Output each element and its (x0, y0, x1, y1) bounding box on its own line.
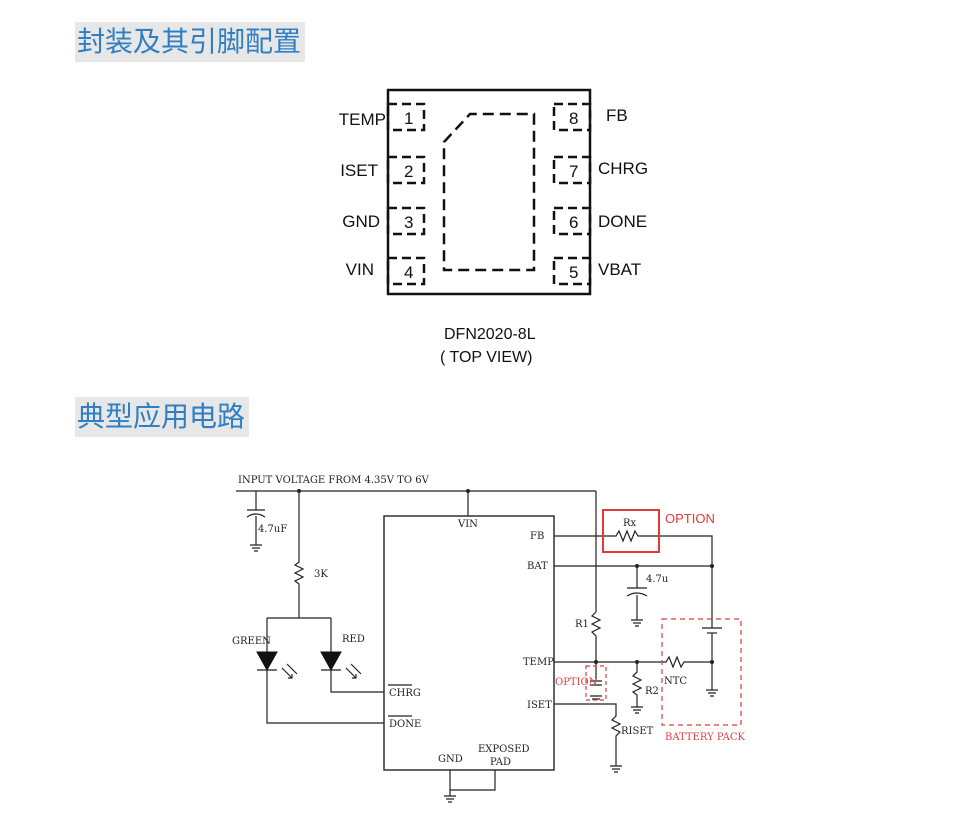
pin-number-1: 1 (404, 109, 413, 128)
package-view: ( TOP VIEW) (440, 349, 532, 366)
ic-pin-temp: TEMP (523, 657, 554, 668)
ic-exposed-pad-label-1: EXPOSED (478, 744, 530, 755)
red-led-label: RED (342, 634, 365, 645)
ic-pin-chrg: CHRG (389, 688, 421, 699)
ic-pin-gnd: GND (438, 754, 463, 765)
led-resistor-label: 3K (314, 569, 328, 580)
section-heading-package: 封装及其引脚配置 (75, 22, 306, 62)
package-body (386, 88, 592, 296)
ntc-label: NTC (664, 676, 687, 687)
green-led-label: GREEN (232, 636, 271, 647)
pin-number-2: 2 (404, 162, 413, 181)
pin-number-6: 6 (569, 213, 578, 232)
battery-pack-box (661, 618, 742, 726)
r2-label: R2 (645, 686, 659, 697)
section-heading-typical-circuit: 典型应用电路 (75, 397, 250, 437)
ic-pin-fb: FB (530, 531, 544, 542)
option-label-rx: OPTION (665, 511, 715, 526)
left-pads (386, 102, 426, 286)
ic-pin-iset: ISET (527, 700, 552, 711)
bat-cap-label: 4.7u (646, 574, 669, 585)
pin-label-gnd: GND (342, 212, 380, 231)
ic-pin-vin: VIN (457, 519, 478, 530)
battery-pack-label: BATTERY PACK (665, 732, 746, 743)
pin-number-5: 5 (569, 263, 578, 282)
pin-number-4: 4 (404, 263, 413, 282)
option-label-cap: OPTION (555, 677, 598, 688)
input-cap-label: 4.7uF (258, 524, 287, 535)
pin-label-iset: ISET (340, 161, 378, 180)
right-pads (552, 102, 592, 286)
option-cap-box (585, 665, 607, 701)
pin-number-8: 8 (569, 109, 578, 128)
pin-number-7: 7 (569, 162, 578, 181)
pin-number-3: 3 (404, 213, 413, 232)
pin-label-fb: FB (606, 106, 628, 125)
package-name: DFN2020-8L (444, 326, 536, 343)
pin-label-done: DONE (598, 212, 647, 231)
pin-label-vbat: VBAT (598, 260, 641, 279)
riset-label: RISET (621, 726, 654, 737)
r1-label: R1 (575, 619, 589, 630)
pin-label-vin: VIN (346, 260, 374, 279)
ic-exposed-pad-label-2: PAD (490, 757, 511, 768)
ic-pin-bat: BAT (527, 561, 548, 572)
pin-label-temp: TEMP (339, 110, 386, 129)
pin-label-chrg: CHRG (598, 159, 648, 178)
ic-pin-done: DONE (389, 719, 421, 730)
schematic-wires (236, 489, 722, 803)
input-voltage-label: INPUT VOLTAGE FROM 4.35V TO 6V (238, 475, 430, 486)
rx-option-box (602, 509, 660, 553)
rx-label: Rx (623, 518, 637, 529)
